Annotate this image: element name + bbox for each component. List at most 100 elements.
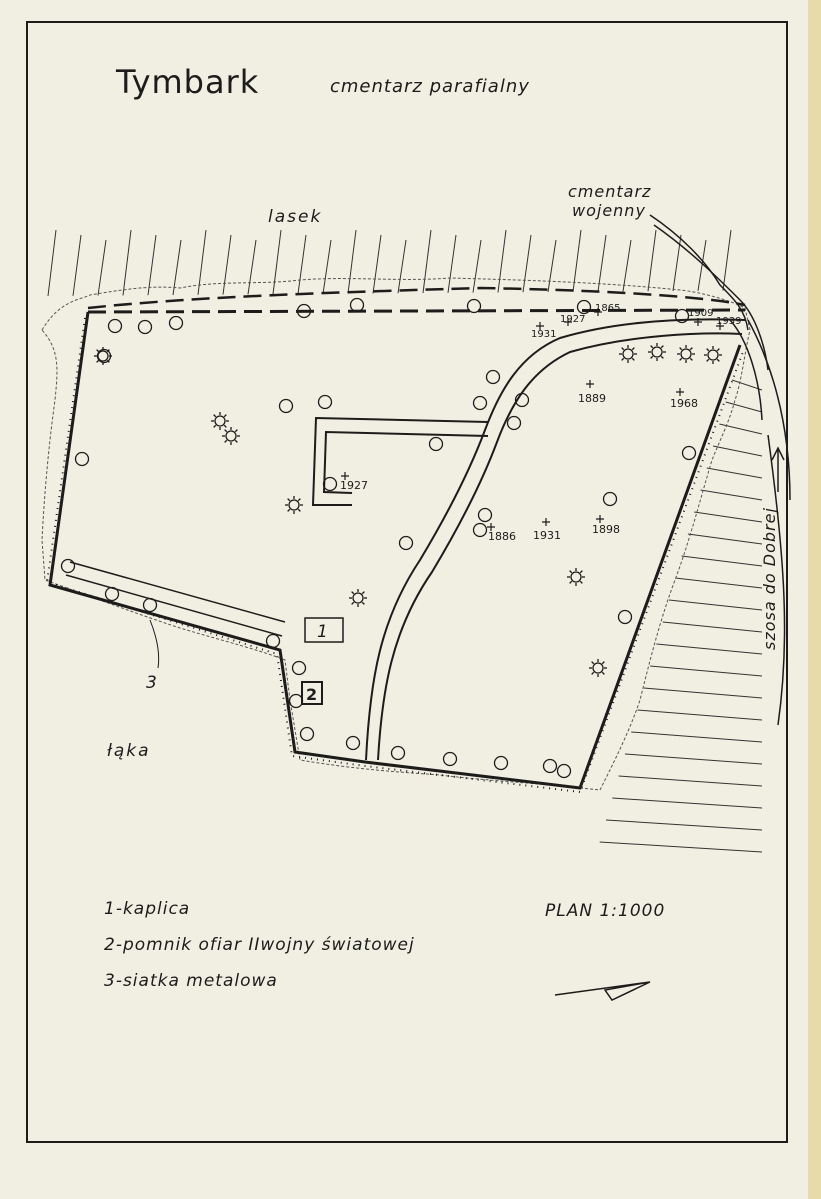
shrub-ray	[579, 570, 583, 574]
tree-icon	[466, 298, 482, 314]
forest-hatch-line	[122, 229, 132, 296]
year-1931-south: 1931	[533, 529, 561, 542]
forest-hatch-line	[572, 229, 582, 292]
fence-dots	[45, 317, 745, 794]
war-cemetery-road-a	[649, 214, 749, 331]
shrub-icon	[97, 350, 109, 362]
road-direction-arrow	[771, 446, 785, 492]
shrub-ray	[106, 359, 110, 363]
shrub-ray	[297, 508, 301, 512]
shrub-ray	[213, 424, 217, 428]
embankment-hatch-line	[650, 665, 763, 677]
chapel-path-upper	[69, 561, 286, 623]
shrub-ray	[234, 429, 238, 433]
shrub-ray	[569, 580, 573, 584]
shrub-ray	[650, 355, 654, 359]
map-title: Tymbark	[115, 63, 259, 101]
shrub-ray	[224, 429, 228, 433]
forest-hatch-line	[422, 229, 432, 294]
embankment-hatch-line	[605, 819, 763, 831]
tree-icon	[514, 392, 530, 408]
shrub-ray	[689, 347, 693, 351]
north-boundary-dashed-upper	[87, 286, 746, 310]
chapel-box	[304, 617, 344, 643]
embankment-hatch-line	[681, 555, 763, 567]
tree-icon	[60, 558, 76, 574]
forest-hatch-line	[597, 234, 607, 292]
meadow-label: łąka	[107, 741, 151, 761]
inner-path-outer	[311, 416, 489, 506]
tree-icon	[291, 660, 307, 676]
shrub-icon	[680, 348, 692, 360]
shrub-icon	[622, 348, 634, 360]
north-arrow-icon	[554, 981, 651, 1001]
tree-icon	[556, 763, 572, 779]
forest-hatch-line	[197, 229, 207, 295]
shrub-ray	[351, 591, 355, 595]
shrub-icon	[707, 349, 719, 361]
embankment-hatch-line	[624, 753, 763, 765]
embankment-hatch-line	[712, 445, 763, 457]
shrub-ray	[601, 671, 605, 675]
sheet-edge	[808, 0, 821, 1199]
shrub-icon	[214, 415, 226, 427]
forest-hatch-line	[297, 234, 307, 295]
map-subtitle: cmentarz parafialny	[330, 76, 530, 97]
shrub-ray	[621, 347, 625, 351]
shrub-icon	[570, 571, 582, 583]
tree-icon	[74, 451, 90, 467]
forest-hatch-line	[272, 229, 282, 295]
scale-label: PLAN 1:1000	[545, 901, 665, 921]
forest-hatch-line	[447, 234, 457, 293]
embankment-hatch-line	[599, 841, 763, 853]
embankment-hatch-line	[706, 467, 763, 479]
shrub-ray	[631, 357, 635, 361]
shrub-ray	[660, 355, 664, 359]
tree-icon	[617, 609, 633, 625]
tree-icon	[288, 693, 304, 709]
tree-icon	[398, 535, 414, 551]
forest-hatch-line	[172, 239, 182, 296]
embankment-hatch-line	[725, 401, 763, 413]
forest-hatch-line	[647, 229, 657, 292]
tree-icon	[142, 597, 158, 613]
shrub-ray	[601, 661, 605, 665]
shrub-ray	[106, 349, 110, 353]
shrub-icon	[225, 430, 237, 442]
shrub-ray	[234, 439, 238, 443]
shrub-ray	[351, 601, 355, 605]
main-path-left	[365, 318, 746, 761]
tree-icon	[542, 758, 558, 774]
shrub-icon	[651, 346, 663, 358]
highway-edge-left	[729, 319, 763, 421]
shrub-ray	[579, 580, 583, 584]
shrub-ray	[287, 498, 291, 502]
shrubs	[94, 343, 722, 677]
forest-hatch-line	[322, 239, 332, 294]
shrub-ray	[679, 347, 683, 351]
shrub-ray	[650, 345, 654, 349]
forest-hatch-line	[722, 229, 732, 291]
shrub-ray	[287, 508, 291, 512]
forest-hatch-line	[472, 239, 482, 293]
highway-edge-right	[747, 319, 791, 501]
cemetery-fence	[48, 311, 742, 790]
forest-hatch-line	[622, 239, 632, 292]
shrub-ray	[631, 347, 635, 351]
shrub-ray	[591, 671, 595, 675]
forest-hatch-line	[397, 239, 407, 294]
shrub-ray	[96, 349, 100, 353]
map-frame	[26, 21, 788, 1143]
embankment-hatch-line	[668, 599, 763, 611]
shrub-ray	[96, 359, 100, 363]
embankment-hatch-line	[675, 577, 763, 589]
year-1927-inner: 1927	[340, 479, 368, 492]
forest-hatch-line	[247, 239, 257, 295]
war-cemetery-label-2: wojenny	[572, 201, 646, 220]
forest-label: lasek	[268, 207, 322, 227]
shrub-ray	[591, 661, 595, 665]
main-path-right	[377, 332, 743, 761]
shrub-ray	[716, 358, 720, 362]
forest-hatch-line	[497, 229, 507, 293]
